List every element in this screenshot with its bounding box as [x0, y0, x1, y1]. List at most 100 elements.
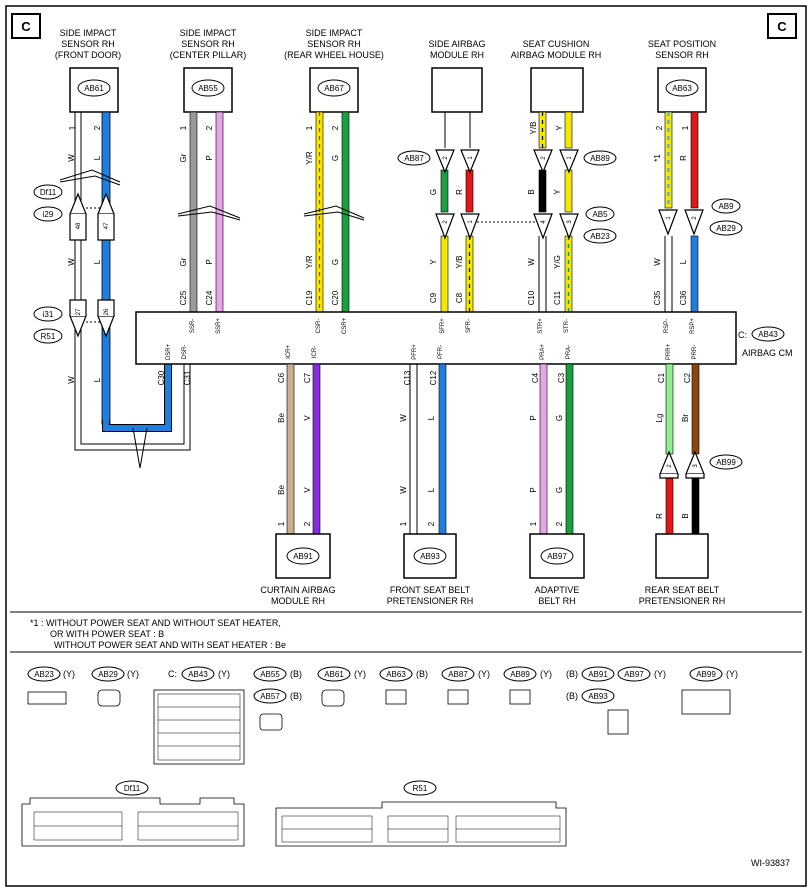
wire-label-yr-2: Y/R [305, 255, 314, 269]
wire-label-p-ad-2: P [529, 487, 538, 492]
wire-label-yb: Y/B [455, 256, 464, 269]
legend-ab97: AB97 [624, 670, 644, 679]
wire-label-g-2: G [331, 259, 340, 265]
wire-label-g-ad-1: G [555, 415, 564, 421]
seat-cushion-term-yb: Y/B [529, 122, 538, 135]
wire-label-l-1: L [93, 155, 102, 160]
legend-ab63-color: (B) [416, 669, 428, 679]
conn-i29-label: i29 [43, 210, 54, 219]
legend-ab29-color: (Y) [127, 669, 139, 679]
wire-rear-belt-lg [665, 363, 674, 455]
wire-seat-cushion-b [538, 169, 547, 213]
curtain-id: AB91 [293, 552, 313, 561]
front-belt-title-1: FRONT SEAT BELT [390, 585, 471, 595]
wire-label-gr-1: Gr [179, 153, 188, 162]
seat-position-term-1: 1 [681, 125, 690, 130]
wire-label-r-sp: R [679, 155, 688, 161]
seat-position-term-2: 2 [655, 125, 664, 130]
legend-ab57-color: (B) [290, 691, 302, 701]
wire-label-be-2: Be [277, 485, 286, 495]
ab5-pin-2: 2 [443, 220, 449, 224]
wire-label-be-1: Be [277, 413, 286, 423]
legend-ab89: AB89 [510, 670, 530, 679]
wire-label-l-fb-2: L [427, 487, 436, 492]
seat-position-id: AB63 [672, 84, 692, 93]
footnote-line-1: *1 : WITHOUT POWER SEAT AND WITHOUT SEAT… [30, 618, 281, 628]
sis-rear-id: AB67 [324, 84, 344, 93]
ab23-pin-4: 4 [541, 220, 547, 224]
sis-rear-title-2: SENSOR RH [307, 39, 361, 49]
wire-seat-position-r [690, 111, 699, 209]
ab99-connector [659, 450, 705, 479]
wire-label-p-ad-1: P [529, 415, 538, 420]
cm-pin-c8: C8 [455, 292, 464, 303]
wire-sis-rear-g [341, 111, 350, 313]
cm-sig-pra-minus: PRA- [566, 345, 572, 359]
cm-sig-dsr-plus: DSR+ [166, 343, 172, 360]
ab9-pin-1: 1 [666, 216, 672, 220]
cm-pin-c13: C13 [403, 370, 412, 385]
page-marker-left: C [11, 13, 41, 39]
legend-ab43-prefix: C: [168, 669, 177, 679]
wire-label-v-1: V [303, 415, 312, 421]
wire-seat-cushion-y [564, 111, 573, 149]
cm-pin-c35: C35 [653, 290, 662, 305]
wire-label-l-fb-1: L [427, 415, 436, 420]
legend-ab55-color: (B) [290, 669, 302, 679]
cm-pin-c36: C36 [679, 290, 688, 305]
df11-connector [69, 192, 115, 241]
legend-ab87: AB87 [448, 670, 468, 679]
sis-front-title-2: SENSOR RH [61, 39, 115, 49]
ab87-pin-2: 2 [443, 156, 449, 160]
wire-label-g-ad-2: G [555, 487, 564, 493]
wire-label-y: Y [429, 259, 438, 265]
cm-conn-prefix: C: [738, 330, 747, 340]
ab9-pin-2: 2 [692, 216, 698, 220]
wire-label-gr-2: Gr [179, 257, 188, 266]
conn-ab89-label: AB89 [590, 154, 610, 163]
sis-front-pin-2: 2 [93, 125, 102, 130]
wire-rear-belt-r [665, 477, 674, 535]
wire-label-yr-1: Y/R [305, 151, 314, 165]
cm-pin-c20: C20 [331, 290, 340, 305]
wire-seat-position-star1 [664, 111, 673, 209]
footnote-line-3: WITHOUT POWER SEAT AND WITH SEAT HEATER … [54, 640, 286, 650]
front-belt-pin-1: 1 [399, 521, 408, 526]
wire-side-airbag-g-upper [440, 169, 449, 213]
cm-sig-str-plus: STR+ [538, 318, 544, 334]
cm-pin-c7: C7 [303, 372, 312, 383]
wire-adaptive-g [565, 363, 574, 535]
ab5-pin-1: 1 [468, 220, 474, 224]
cm-sig-csr-plus: CSR+ [342, 317, 348, 334]
wire-label-w-2: W [67, 258, 76, 266]
seat-cushion-title-1: SEAT CUSHION [523, 39, 590, 49]
wire-label-p-2: P [205, 259, 214, 264]
wire-label-b-upper: B [527, 189, 536, 194]
cm-sig-ssr-plus: SSR+ [216, 318, 222, 334]
conn-ab87-label: AB87 [404, 154, 424, 163]
cm-sig-csr-minus: CSR- [316, 319, 322, 334]
airbag-cm-label: AIRBAG CM [742, 348, 793, 358]
figure-id: WI-93837 [751, 858, 790, 868]
ab89-pin-1: 1 [567, 156, 573, 160]
wire-side-airbag-y [440, 235, 449, 313]
conn-ab23-label: AB23 [590, 232, 610, 241]
cm-sig-pfr-plus: PFR+ [412, 344, 418, 360]
wire-label-w-3: W [67, 376, 76, 384]
legend-ab61-color: (Y) [354, 669, 366, 679]
cm-sig-ssr-minus: SSR- [190, 319, 196, 333]
legend-ab91-color: (B) [566, 669, 578, 679]
cm-sig-dsr-minus: DSR- [182, 345, 188, 360]
wire-rear-belt-br [691, 363, 700, 455]
sis-front-title-3: (FRONT DOOR) [55, 50, 121, 60]
wire-label-w-1: W [67, 154, 76, 162]
curtain-title-2: MODULE RH [271, 596, 325, 606]
wire-sis-rear-yr [315, 111, 324, 313]
seat-position-title-2: SENSOR RH [655, 50, 709, 60]
wire-label-y-upper: Y [553, 189, 562, 195]
adaptive-title-2: BELT RH [538, 596, 575, 606]
wire-label-star1: *1 [653, 154, 662, 162]
svg-text:C: C [777, 19, 787, 34]
legend-ab99-color: (Y) [726, 669, 738, 679]
legend-ab61: AB61 [324, 670, 344, 679]
